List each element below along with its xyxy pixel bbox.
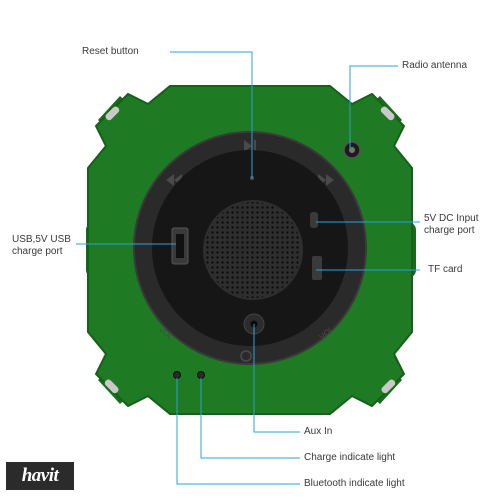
callout-aux-in: Aux In — [304, 426, 333, 437]
callout-usb-port: USB,5V USB charge port — [12, 234, 71, 258]
radio-antenna-core — [349, 147, 355, 153]
tf-card-slot — [312, 256, 322, 280]
leader-bluetooth-light — [176, 378, 300, 485]
leader-radio-antenna — [349, 65, 398, 148]
callout-radio-antenna: Radio antenna — [402, 60, 468, 71]
corner-caps — [104, 106, 396, 394]
callout-dc-input: 5V DC Input charge port — [424, 213, 478, 237]
callout-bluetooth-light: Bluetooth indicate light — [304, 478, 405, 489]
callout-charge-light: Charge indicate light — [304, 452, 396, 463]
speaker-mesh — [205, 202, 301, 298]
usb-port-slot — [176, 234, 184, 258]
havit-logo: havit — [6, 462, 74, 490]
callout-lines — [76, 51, 420, 485]
callout-tf-card: TF card — [428, 264, 463, 275]
pause-bar-icon — [254, 140, 256, 152]
control-ring-edge — [133, 131, 367, 365]
play-pause-icon — [244, 140, 252, 152]
cap-top-left — [105, 106, 120, 121]
bluetooth-indicator-light — [173, 371, 181, 379]
callout-usb-port-line2: charge port — [12, 246, 63, 257]
leader-charge-light — [200, 378, 300, 459]
leader-reset-button — [170, 51, 253, 178]
charge-indicator-light — [197, 371, 205, 379]
callout-dc-input-line2: charge port — [424, 225, 475, 236]
callout-usb-port-line1: USB,5V USB — [12, 234, 71, 245]
callout-dc-input-line1: 5V DC Input — [424, 213, 479, 224]
dc-input-port — [310, 212, 318, 228]
cap-bottom-left — [104, 379, 119, 394]
cap-bottom-right — [381, 379, 396, 394]
leader-aux-in — [253, 324, 300, 433]
callout-reset-button: Reset button — [82, 46, 139, 57]
power-icon — [240, 350, 252, 362]
cap-top-right — [380, 106, 395, 121]
